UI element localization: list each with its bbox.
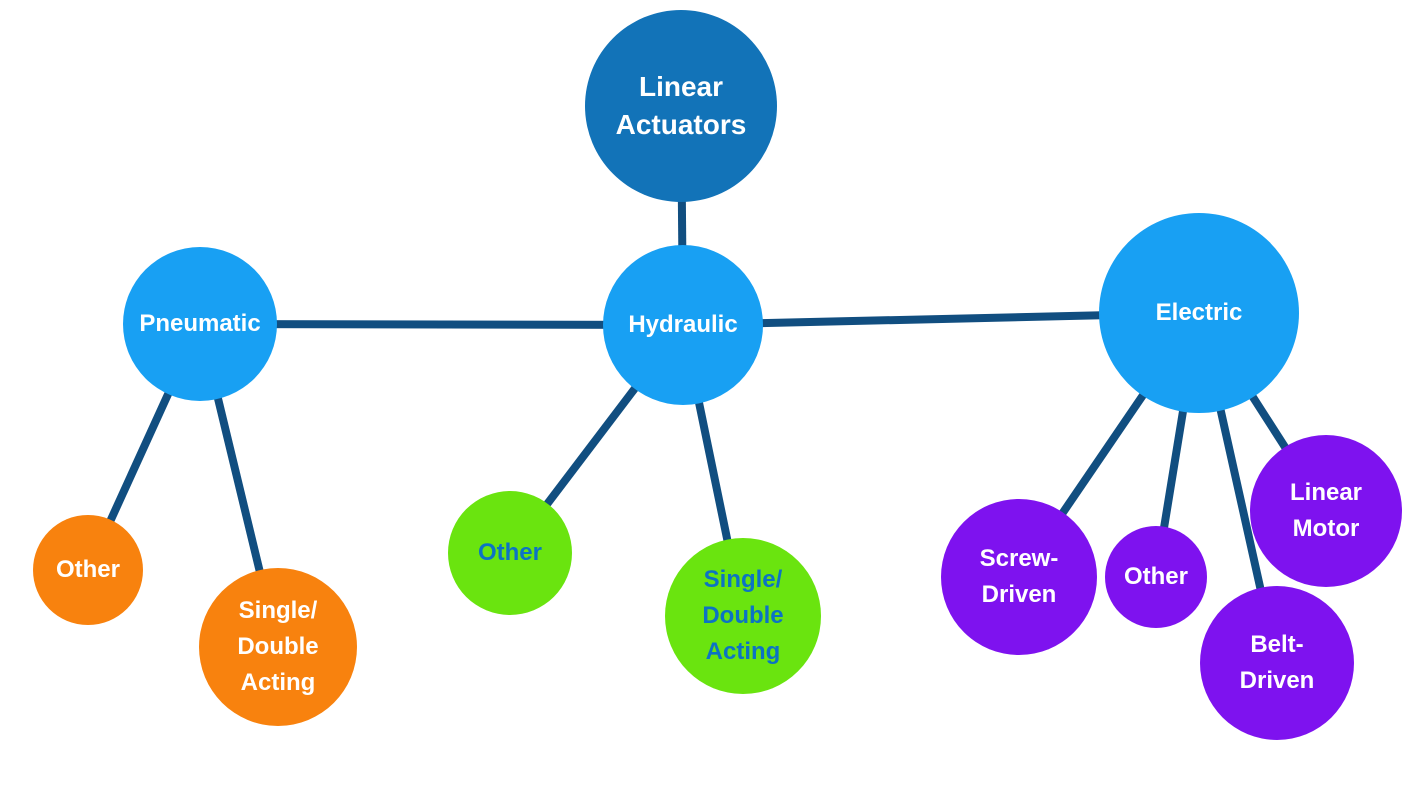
node-pneumatic[interactable]: Pneumatic xyxy=(123,247,277,401)
node-pneumatic-other[interactable]: Other xyxy=(33,515,143,625)
node-electric-label: Electric xyxy=(1155,299,1243,326)
node-pneumatic-other-label: Other xyxy=(55,556,120,583)
node-electric-belt-driven-label: Belt- Driven xyxy=(1239,631,1315,694)
node-pneumatic-single-double-acting-label: Single/ Double Acting xyxy=(237,597,319,696)
node-hydraulic-other[interactable]: Other xyxy=(448,491,572,615)
node-electric-linear-motor[interactable]: Linear Motor xyxy=(1250,435,1402,587)
node-hydraulic[interactable]: Hydraulic xyxy=(603,245,763,405)
node-pneumatic-label: Pneumatic xyxy=(139,310,261,337)
node-electric[interactable]: Electric xyxy=(1099,213,1299,413)
node-electric-other[interactable]: Other xyxy=(1105,526,1207,628)
node-hydraulic-single-double-acting[interactable]: Single/ Double Acting xyxy=(665,538,821,694)
node-hydraulic-single-double-acting-label: Single/ Double Acting xyxy=(702,566,784,665)
node-electric-screw-driven[interactable]: Screw- Driven xyxy=(941,499,1097,655)
node-electric-linear-motor-label: Linear Motor xyxy=(1289,479,1363,542)
node-hydraulic-label: Hydraulic xyxy=(628,311,738,338)
node-electric-screw-driven-label: Screw- Driven xyxy=(979,545,1059,608)
edge-pneumatic-hydraulic xyxy=(199,320,684,329)
node-linear-actuators[interactable]: Linear Actuators xyxy=(585,10,777,202)
node-linear-actuators-label: Linear Actuators xyxy=(615,71,747,140)
node-electric-belt-driven[interactable]: Belt- Driven xyxy=(1200,586,1354,740)
node-electric-other-label: Other xyxy=(1123,563,1188,590)
node-pneumatic-single-double-acting[interactable]: Single/ Double Acting xyxy=(199,568,357,726)
node-hydraulic-other-label: Other xyxy=(477,539,542,566)
